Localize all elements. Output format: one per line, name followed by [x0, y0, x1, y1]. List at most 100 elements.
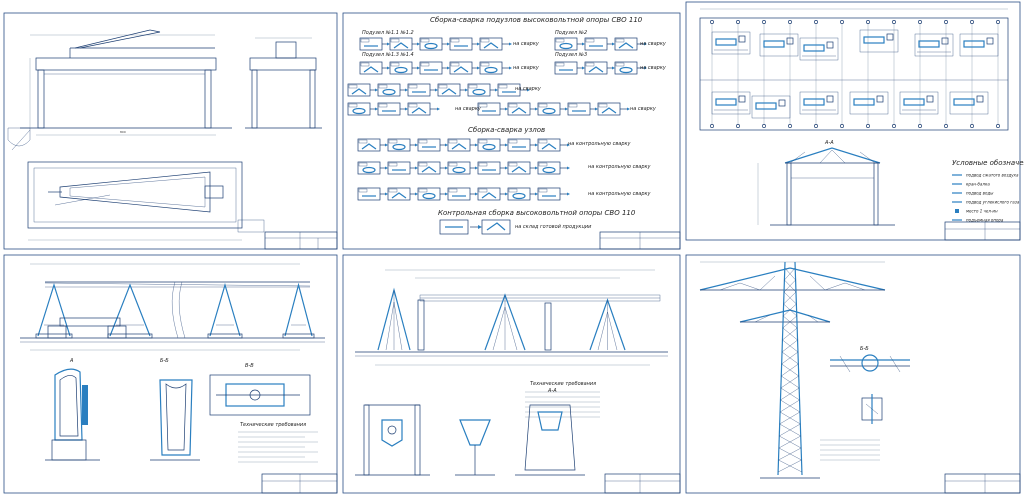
flow-step-label-box	[348, 84, 358, 89]
workstation-table	[715, 98, 737, 106]
flow-arrow-head	[447, 66, 450, 70]
flow-arrow-head	[435, 88, 438, 92]
flow-step-label-box	[568, 103, 578, 108]
flow-arrow-head	[505, 166, 508, 170]
lattice-bar	[779, 423, 801, 437]
flow-step-frame	[477, 161, 501, 175]
flow-step-label-box	[348, 103, 358, 108]
shop-column-marker	[996, 20, 1000, 24]
to-weld-6: на сварку	[455, 106, 482, 112]
flow-arrow-head	[415, 166, 418, 170]
flow-arrow-head	[505, 143, 508, 147]
bl-supports	[35, 282, 315, 339]
flow-arrow-head	[445, 166, 448, 170]
shop-column-marker	[866, 20, 870, 24]
tower-mid-crossarm	[739, 309, 831, 323]
flow-step-part	[363, 66, 379, 73]
flow-step-frame	[359, 61, 383, 75]
flow-step-label-box	[420, 62, 430, 67]
flow-step-frame	[507, 102, 531, 116]
flow-step-part	[619, 66, 633, 74]
bm-detail-gantry	[355, 404, 430, 476]
shop-column-marker	[840, 20, 844, 24]
legend-title: Условные обозначения	[952, 159, 1024, 167]
shop-benches	[711, 29, 999, 119]
flow-arrow-head	[527, 88, 530, 92]
lattice-bar	[779, 399, 800, 413]
flow-step-label-box	[538, 103, 548, 108]
flow-step-part	[424, 42, 438, 50]
flow-step-label-box	[450, 38, 460, 43]
flow-step-part	[481, 192, 497, 199]
support-frame	[209, 282, 241, 337]
flow-arrow-head	[627, 107, 630, 111]
flow-step-frame	[477, 102, 501, 116]
bm-section-label: А-А	[547, 388, 557, 394]
flow-step-label-box	[480, 38, 490, 43]
lattice-bar	[783, 291, 797, 305]
flow-arrow-head	[475, 166, 478, 170]
bl-notes	[238, 431, 318, 463]
flow-arrow-head	[477, 42, 480, 46]
flow-step-part	[511, 107, 527, 114]
bl-section-v: В-В	[245, 363, 254, 369]
legend-item: подвод воды	[966, 191, 993, 196]
flow-step-label-box	[508, 162, 518, 167]
flow-arrow-head	[375, 107, 378, 111]
flow-step-part	[393, 42, 409, 49]
workstation-table	[963, 40, 985, 48]
to-weld-2: на сварку	[513, 65, 540, 71]
lattice-bar	[780, 387, 800, 401]
flow-arrow-head	[644, 42, 647, 46]
flow-step-frame	[507, 138, 531, 152]
lattice-bar	[783, 303, 797, 317]
flow-step-label-box	[378, 84, 388, 89]
flow-arrow-head	[535, 192, 538, 196]
flow-step-part	[542, 107, 556, 115]
shop-column-marker	[866, 124, 870, 128]
flow-step-label-box	[448, 139, 458, 144]
flow-step-label-box	[438, 84, 448, 89]
lattice-bar	[783, 279, 796, 293]
flow-step-frame	[347, 83, 371, 97]
workstation	[751, 95, 791, 119]
flow-arrow-head	[505, 192, 508, 196]
bottom-left-panel: А Б-Б В-В Технические требования	[20, 263, 338, 494]
flow-step-frame	[449, 61, 473, 75]
bl-section-a: А	[69, 358, 74, 364]
shop-column-marker	[788, 124, 792, 128]
shop-column-marker	[762, 124, 766, 128]
flow-step-part	[542, 166, 556, 174]
shop-column-marker	[892, 20, 896, 24]
flow-step-label-box	[478, 162, 488, 167]
bl-section-b: Б-Б	[160, 358, 169, 364]
lattice-bar	[779, 411, 801, 425]
flow-step-frame	[479, 37, 503, 51]
flow-step-label-box	[358, 162, 368, 167]
flow-step-frame	[537, 138, 561, 152]
lattice-bar	[782, 339, 799, 353]
lattice-bar	[783, 291, 797, 305]
flow-step-frame	[584, 37, 608, 51]
shop-column-marker	[996, 124, 1000, 128]
workstation-unit	[786, 37, 794, 45]
flow-step-part	[472, 88, 486, 96]
panel-frames	[3, 1, 1021, 494]
lattice-bar	[781, 363, 799, 377]
flow-arrow-head	[509, 42, 512, 46]
flow-step-label-box	[555, 38, 565, 43]
lattice-bar	[779, 423, 801, 437]
support-base	[107, 333, 153, 339]
to-weld-5: на сварку	[515, 86, 542, 92]
workstation	[959, 33, 999, 57]
flow-step-part	[601, 107, 617, 114]
shop-column-marker	[840, 124, 844, 128]
workstation-table	[715, 38, 737, 46]
flow-step-part	[618, 42, 634, 49]
post	[544, 302, 552, 351]
bottom-right-panel: Б-Б	[699, 261, 1021, 494]
workstation-table	[763, 40, 785, 48]
to-storage: на склад готовой продукции	[515, 224, 592, 230]
flow-step-part	[382, 88, 396, 96]
svg-text:800: 800	[120, 130, 126, 134]
